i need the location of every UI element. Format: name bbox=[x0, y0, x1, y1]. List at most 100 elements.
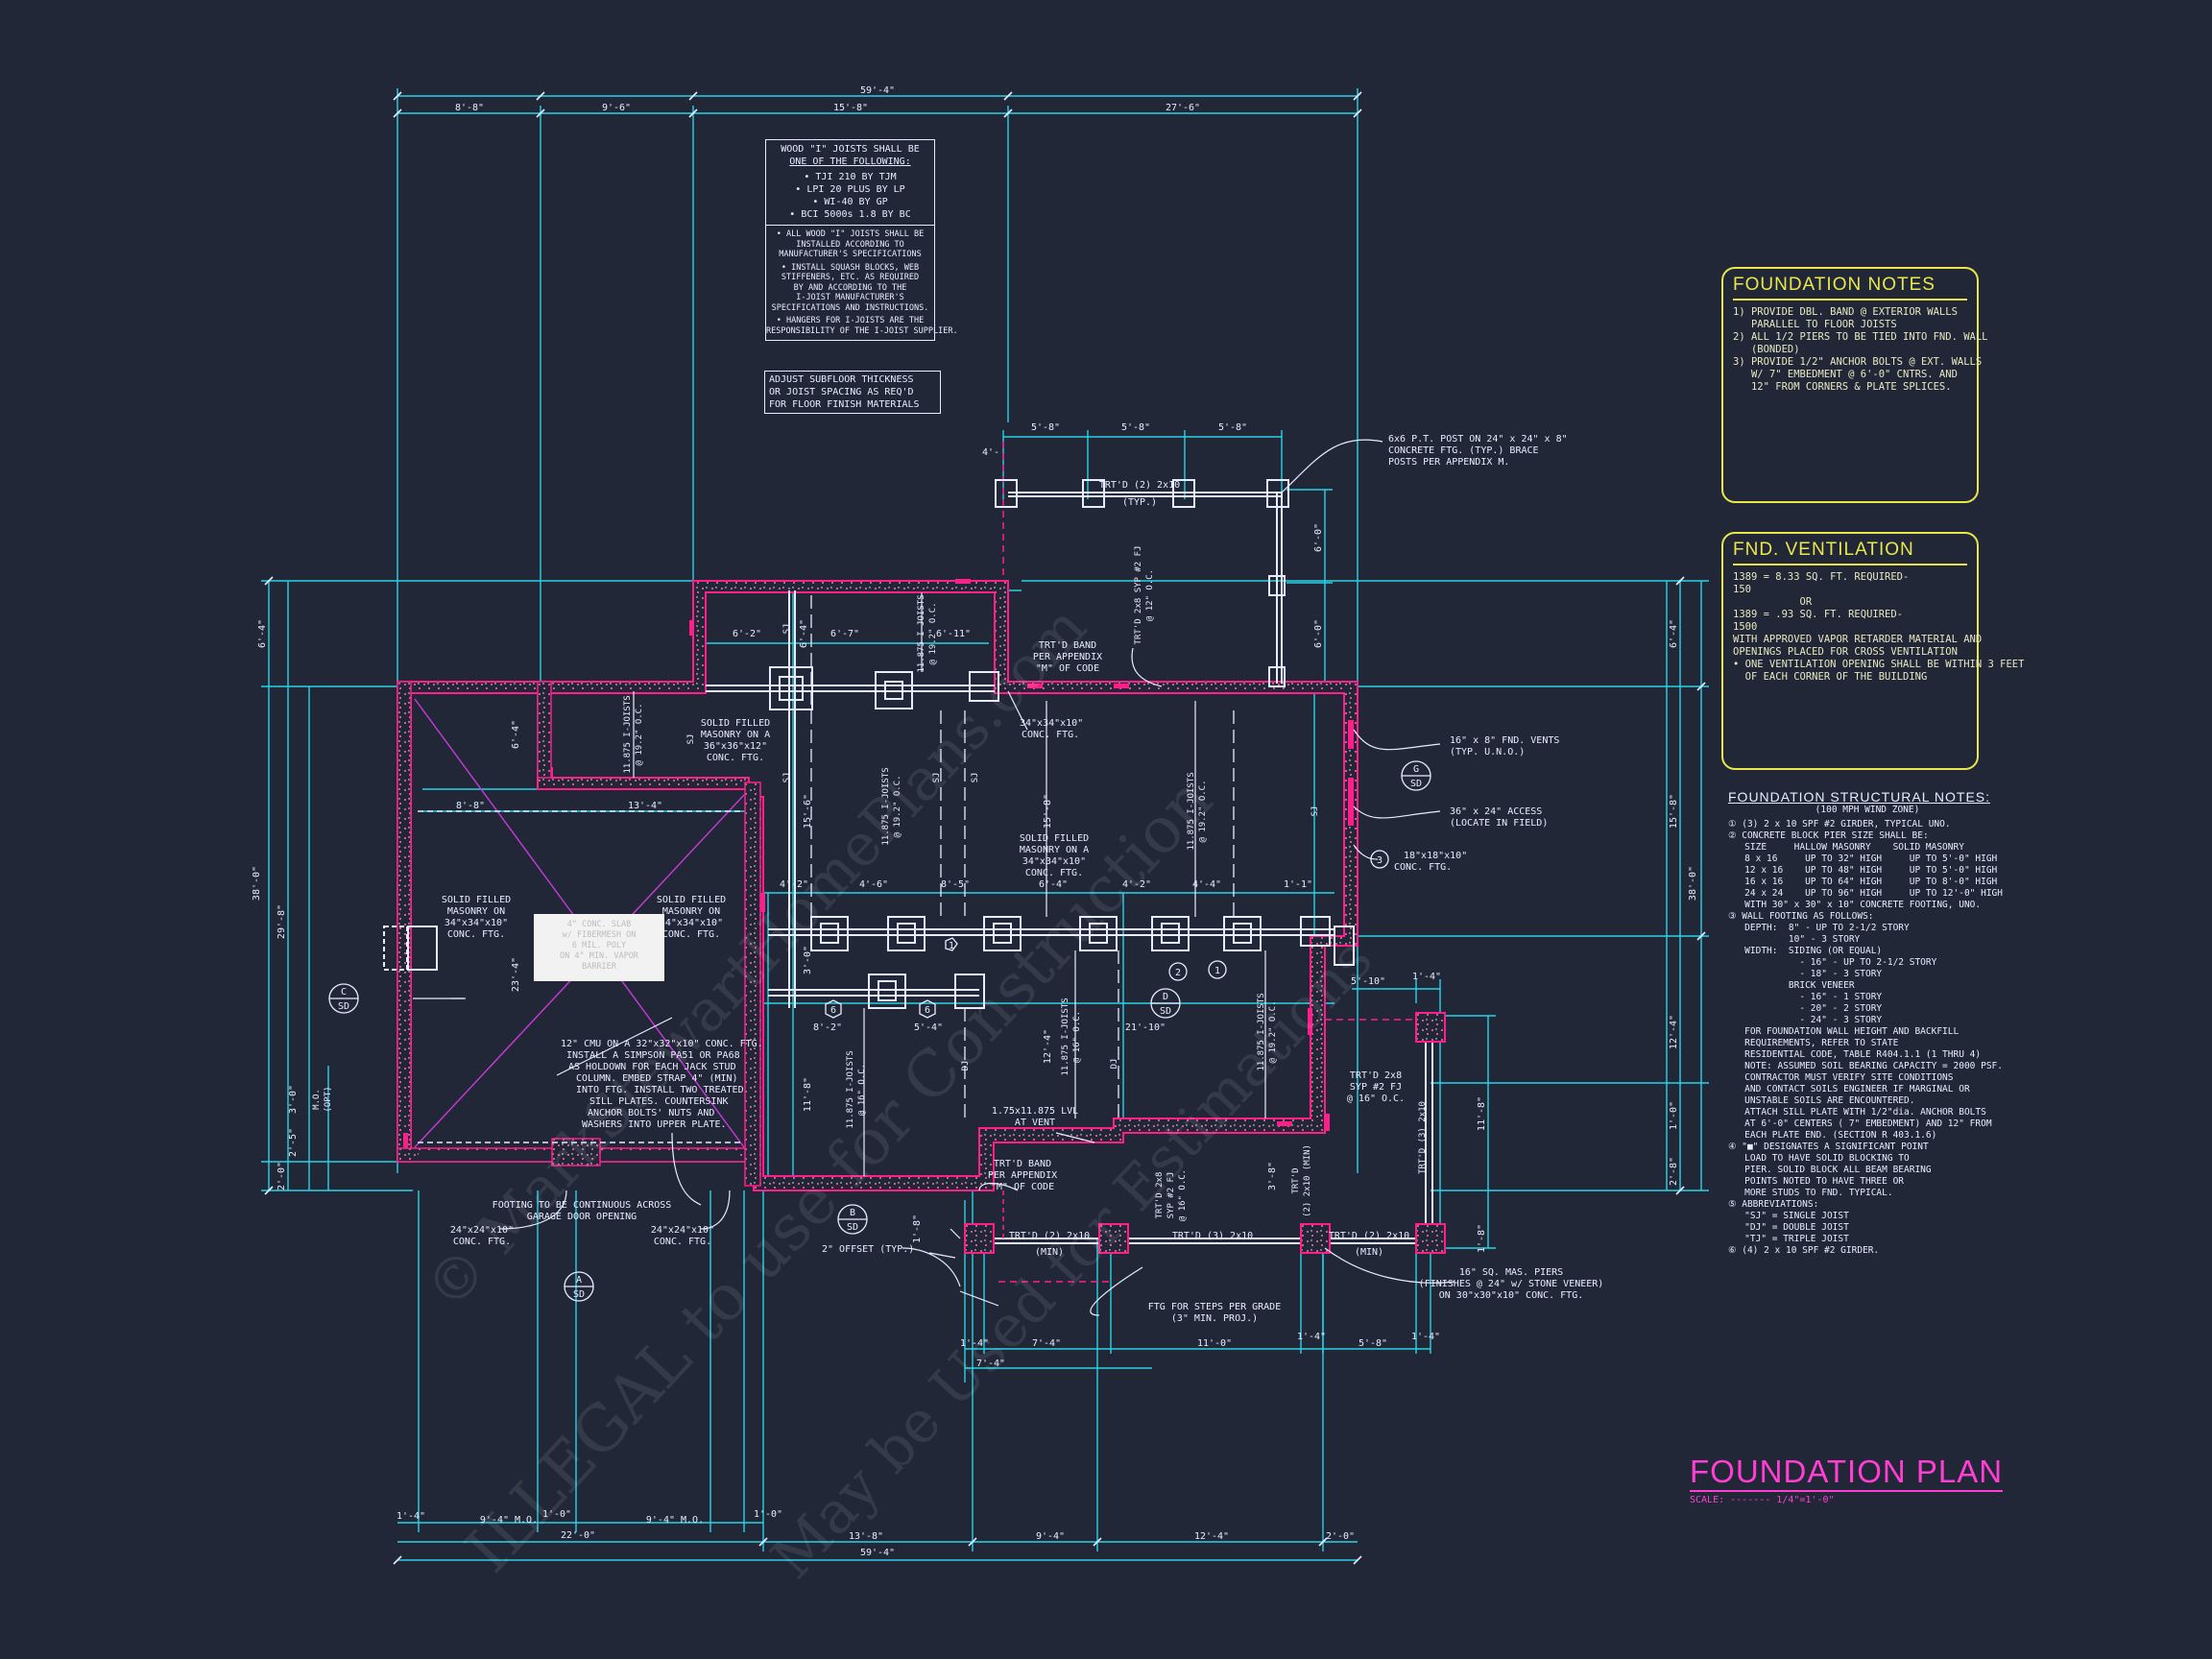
callout-hex-6a bbox=[825, 999, 842, 1019]
dim-int-8: 4'-2" bbox=[1122, 879, 1151, 890]
dim-steps-5: 5'-8" bbox=[1358, 1338, 1387, 1349]
dim-porch-side-3: 6'-0" bbox=[1313, 619, 1324, 648]
joists-mid-2: @ 19.2" O.C. bbox=[893, 775, 902, 837]
dim-vert-5: 3'-0" bbox=[803, 946, 813, 974]
slab-line-2: w/ FIBERMESH ON bbox=[562, 930, 637, 940]
solid1-1: SOLID FILLED bbox=[701, 718, 770, 729]
structural-line: WIDTH: SIDING (OR EQUAL) bbox=[1728, 946, 1883, 956]
post-note-3: POSTS PER APPENDIX M. bbox=[1388, 457, 1509, 468]
solid1-4: CONC. FTG. bbox=[707, 753, 764, 763]
structural-line: AND CONTACT SOILS ENGINEER IF MARGINAL O… bbox=[1728, 1084, 1970, 1094]
foundation-notes-box: FOUNDATION NOTES 1) PROVIDE DBL. BAND @ … bbox=[1721, 267, 1988, 503]
structural-sub: (100 MPH WIND ZONE) bbox=[1815, 805, 1920, 815]
vent-line-3: OR bbox=[1733, 596, 1813, 608]
trtd-min-2: (2) 2x10 (MIN) bbox=[1303, 1144, 1312, 1217]
dim-top-1: 8'-8" bbox=[455, 103, 484, 113]
solid1-2: MASONRY ON A bbox=[701, 730, 770, 740]
section-b-letter: B bbox=[850, 1208, 855, 1218]
ftg24a-1: 24"x24"x10" bbox=[450, 1225, 514, 1236]
callout-2 bbox=[1168, 962, 1188, 981]
fn-line-3: 2) ALL 1/2 PIERS TO BE TIED INTO FND. WA… bbox=[1733, 331, 1988, 343]
dim-int-13: 21'-10" bbox=[1125, 1022, 1166, 1033]
drawing-title-block: FOUNDATION PLAN SCALE: ------- 1/4"=1'-0… bbox=[1690, 1454, 2004, 1505]
dim-left-4: 6'-4" bbox=[511, 720, 521, 749]
drawing-scale: SCALE: ------- 1/4"=1'-0" bbox=[1690, 1495, 1835, 1505]
structural-lines: ① (3) 2 x 10 SPF #2 GIRDER, TYPICAL UNO.… bbox=[1728, 819, 2007, 1257]
dim-bottom-3: 1'-0" bbox=[542, 1509, 571, 1520]
structural-heading: FOUNDATION STRUCTURAL NOTES: bbox=[1728, 789, 1991, 805]
section-c-sheet: SD bbox=[338, 1001, 349, 1012]
structural-line: - 16" - UP TO 2-1/2 STORY bbox=[1728, 957, 1937, 968]
cmu-2: INSTALL A SIMPSON PA51 OR PA68 bbox=[566, 1050, 740, 1061]
offset-label: 2" OFFSET (TYP.) bbox=[822, 1244, 914, 1255]
joists-lowleft-1: 11.875 I-JOISTS bbox=[846, 1050, 855, 1128]
dim-int-7: 6'-4" bbox=[1039, 879, 1068, 890]
trtd-porch-2: (TYP.) bbox=[1122, 497, 1157, 508]
joists-lowleft-2: @ 16" O.C. bbox=[857, 1064, 867, 1116]
dim-left-7: 2'-5" bbox=[288, 1128, 299, 1157]
solid2-1: SOLID FILLED bbox=[1020, 833, 1089, 844]
dim-rear-2: 5'-10" bbox=[1351, 976, 1385, 987]
subfloor-line-3: FOR FLOOR FINISH MATERIALS bbox=[769, 399, 920, 410]
foundation-notes-heading: FOUNDATION NOTES bbox=[1733, 275, 1967, 301]
subfloor-note-box: ADJUST SUBFLOOR THICKNESS OR JOIST SPACI… bbox=[764, 371, 941, 414]
callout-6b-label: 6 bbox=[925, 1005, 930, 1016]
structural-line: ⑤ ABBREVIATIONS: bbox=[1728, 1199, 1819, 1210]
cmu-1: 12" CMU ON A 32"x32"x10" CONC. FTG. bbox=[561, 1039, 763, 1049]
vertical-dimension-labels: 6'-4" 38'-0" 29'-8" 2'-0" 6'-4" 23'-4" 3… bbox=[252, 523, 1698, 1253]
joists-top-2: @ 19.2" O.C. bbox=[928, 602, 938, 664]
dim-left-6: 3'-0" bbox=[288, 1085, 299, 1114]
solid2-4: CONC. FTG. bbox=[1025, 868, 1083, 878]
fn-line-1: 1) PROVIDE DBL. BAND @ EXTERIOR WALLS bbox=[1733, 306, 1958, 318]
dimension-labels: 59'-4" 8'-8" 9'-6" 15'-8" 27'-6" 5'-8" 5… bbox=[397, 85, 1441, 1558]
vent-line-6: WITH APPROVED VAPOR RETARDER MATERIAL AN… bbox=[1733, 634, 1983, 645]
joist-note-9: • HANGERS FOR I-JOISTS ARE THE bbox=[776, 316, 925, 325]
front-porch-frame bbox=[995, 442, 1289, 687]
solid1-3: 36"x36"x12" bbox=[704, 741, 767, 752]
dim-int-5: 4'-6" bbox=[859, 879, 888, 890]
structural-line: RESIDENTIAL CODE, TABLE R404.1.1 (1 THRU… bbox=[1728, 1049, 1982, 1060]
trtd-vert: TRT'D (3) 2x10 bbox=[1418, 1101, 1428, 1174]
vent-line-4: 1389 = .93 SQ. FT. REQUIRED- bbox=[1733, 609, 1904, 620]
trtd-rear2: TRT'D (3) 2x10 bbox=[1172, 1231, 1253, 1241]
section-markers bbox=[328, 760, 1431, 1302]
fn-line-2: PARALLEL TO FLOOR JOISTS bbox=[1733, 319, 1897, 330]
joists-garage-1: 11.875 I-JOISTS bbox=[623, 695, 633, 773]
section-c-letter: C bbox=[341, 987, 347, 998]
dim-top-total: 59'-4" bbox=[860, 85, 895, 96]
ftg24b-2: CONC. FTG. bbox=[654, 1237, 711, 1247]
joist-note-7: I-JOIST MANUFACTURER'S bbox=[796, 293, 904, 302]
ftg18-1: 18"x18"x10" bbox=[1404, 851, 1467, 861]
trtd-rear1-1: TRT'D (2) 2x10 bbox=[1009, 1231, 1090, 1241]
dim-vert-9: 3'-8" bbox=[1267, 1162, 1278, 1190]
sj-4: SJ bbox=[932, 773, 942, 783]
section-d-sheet: SD bbox=[1160, 1006, 1171, 1017]
structural-line: ⑥ (4) 2 x 10 SPF #2 GIRDER. bbox=[1728, 1245, 1880, 1256]
dim-top-4: 27'-6" bbox=[1166, 103, 1200, 113]
band-bot-3: "M" OF CODE bbox=[991, 1182, 1054, 1192]
structural-line: NOTE: ASSUMED SOIL BEARING CAPACITY = 20… bbox=[1728, 1061, 2003, 1071]
structural-line: AT 6'-0" CENTERS ( 7" EMBEDMENT) AND 12"… bbox=[1728, 1118, 1992, 1129]
structural-line: "DJ" = DOUBLE JOIST bbox=[1728, 1222, 1849, 1233]
dim-right-3: 12'-4" bbox=[1669, 1015, 1679, 1049]
dim-steps-1: 1'-4" bbox=[960, 1338, 989, 1349]
dim-bottom-garage: 22'-0" bbox=[561, 1530, 595, 1541]
structural-line: "TJ" = TRIPLE JOIST bbox=[1728, 1234, 1849, 1244]
band-top-1: TRT'D BAND bbox=[1039, 640, 1096, 651]
dimension-ticks bbox=[264, 91, 1706, 1565]
trtd-right-3: @ 16" O.C. bbox=[1347, 1094, 1405, 1104]
callout-hex-6b bbox=[919, 999, 936, 1019]
dim-garage-2: 13'-4" bbox=[628, 801, 662, 811]
trtd-syp-2: @ 12" O.C. bbox=[1145, 569, 1155, 621]
dim-int-12: 5'-4" bbox=[914, 1022, 943, 1033]
slab-line-1: 4" CONC. SLAB bbox=[566, 920, 632, 929]
dim-int-6: 8'-5" bbox=[941, 879, 970, 890]
post-note-2: CONCRETE FTG. (TYP.) BRACE bbox=[1388, 445, 1539, 456]
sj-3: SJ bbox=[782, 773, 792, 783]
fn-line-6: W/ 7" EMBEDMENT @ 6'-0" CNTRS. AND bbox=[1733, 369, 1958, 380]
joists-right-1: 11.875 I-JOISTS bbox=[1187, 772, 1196, 850]
dimension-grid bbox=[261, 88, 1709, 1561]
fn-line-4: (BONDED) bbox=[1733, 344, 1800, 355]
dim-bottom-main-2: 9'-4" bbox=[1036, 1531, 1065, 1542]
band-bot-1: TRT'D BAND bbox=[994, 1159, 1051, 1169]
